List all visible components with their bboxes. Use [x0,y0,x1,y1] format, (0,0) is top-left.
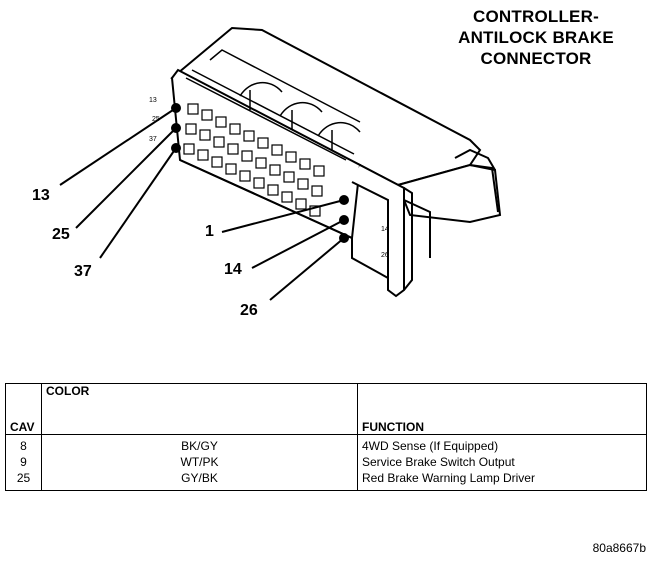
cell-cav: 9 [5,454,42,470]
face-mark-14: 14 [381,226,389,233]
cell-color: GY/BK [41,470,358,491]
cell-color: BK/GY [41,434,358,454]
callout-37: 37 [74,263,92,280]
leader-1 [221,199,345,233]
face-mark-25: 25 [152,116,160,123]
cell-cav: 8 [5,434,42,454]
leader-13 [59,107,177,186]
header-function: FUNCTION [357,383,647,435]
leader-25 [75,127,177,229]
latch-tab [351,164,405,298]
header-color: COLOR [41,383,358,435]
diagram-title: CONTROLLER- ANTILOCK BRAKE CONNECTOR [424,6,648,69]
title-line-1: CONTROLLER- [473,7,599,26]
leader-26 [269,237,345,301]
face-mark-37: 37 [149,136,157,143]
cell-cav: 25 [5,470,42,491]
table-row: 9 WT/PK Service Brake Switch Output [5,454,647,470]
cell-color: WT/PK [41,454,358,470]
leader-37 [99,147,177,259]
cell-function: Service Brake Switch Output [357,454,647,470]
connector-illustration: 13 25 37 14 26 [59,26,502,301]
cell-function: Red Brake Warning Lamp Driver [357,470,647,491]
title-line-3: CONNECTOR [480,49,592,68]
face-mark-26: 26 [381,252,389,259]
table-row: 8 BK/GY 4WD Sense (If Equipped) [5,434,647,454]
cell-function: 4WD Sense (If Equipped) [357,434,647,454]
callout-25: 25 [52,226,70,243]
callout-13: 13 [32,187,50,204]
callout-14: 14 [224,261,242,278]
pinout-table: CAV COLOR FUNCTION 8 BK/GY 4WD Sense (If… [5,383,647,491]
figure-id: 80a8667b [592,541,646,555]
face-mark-13: 13 [149,97,157,104]
table-row: 25 GY/BK Red Brake Warning Lamp Driver [5,470,647,491]
callout-1: 1 [205,223,214,240]
header-cav: CAV [5,383,42,435]
title-line-2: ANTILOCK BRAKE [458,28,614,47]
leader-14 [251,219,345,269]
callout-26: 26 [240,302,258,319]
